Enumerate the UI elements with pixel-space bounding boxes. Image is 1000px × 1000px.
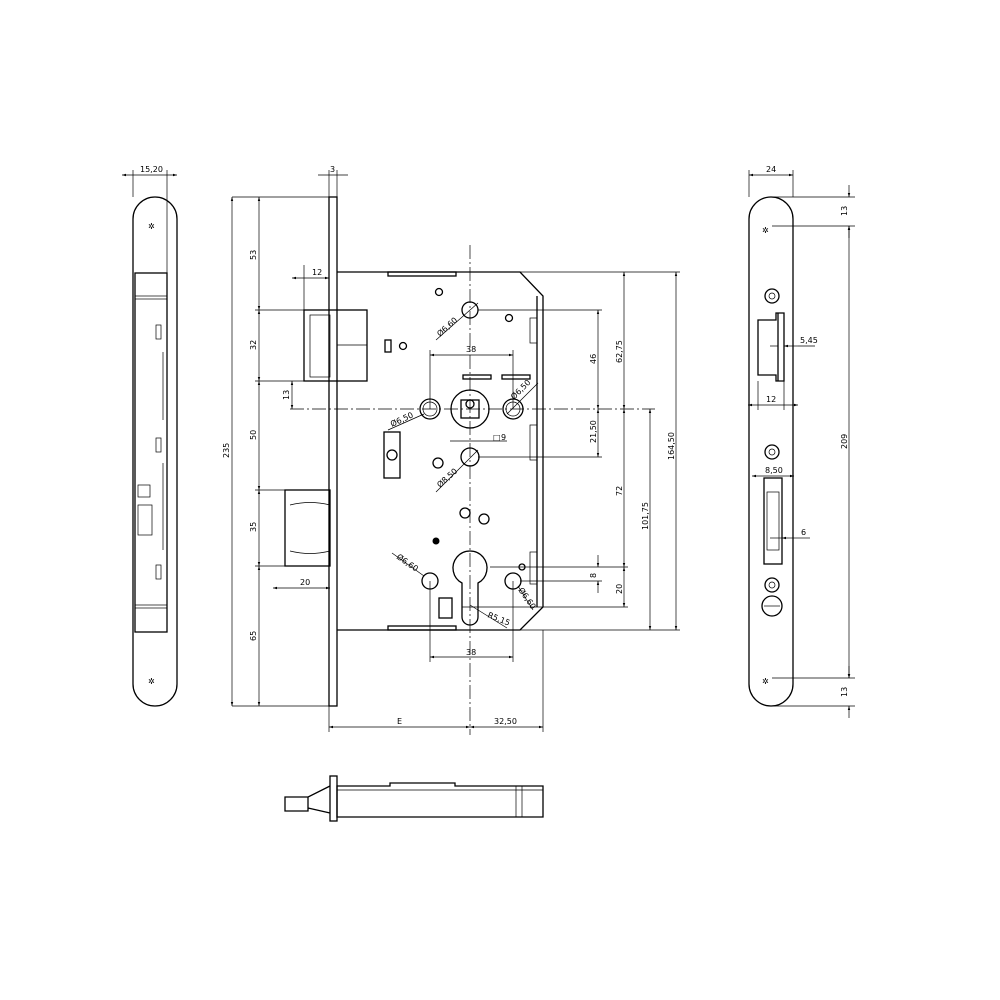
dim-8-50: 8,50: [765, 466, 783, 475]
dim-65: 65: [249, 631, 258, 641]
dim-235: 235: [222, 443, 231, 458]
screw-torx-icon: ✲: [148, 222, 155, 231]
dim-20: 20: [615, 584, 624, 594]
label-square-spindle: 9: [501, 433, 506, 442]
dim-35: 35: [249, 522, 258, 532]
dim-24: 24: [766, 165, 776, 174]
dim-13-bottom: 13: [840, 687, 849, 697]
dim-53: 53: [249, 250, 258, 260]
dim-164-50: 164,50: [667, 432, 676, 460]
dim-13: 13: [282, 390, 291, 400]
square-icon: □: [493, 433, 501, 442]
dim-46: 46: [589, 354, 598, 364]
dim-101-75: 101,75: [641, 502, 650, 530]
main-lock-view: 3 12 20 235 53 32 13 50 35 65 38 38 Ø6,6…: [222, 165, 680, 735]
label-hole-right: Ø6,50: [508, 377, 532, 401]
dim-21-50: 21,50: [589, 420, 598, 443]
dim-72: 72: [615, 486, 624, 496]
label-hole-bottom-left: Ø6,60: [395, 551, 420, 573]
dim-20-bolt: 20: [300, 578, 310, 587]
strike-plate-view: ✲ ✲ 24 13 5,45 12 8,50 6 209 1: [748, 165, 855, 718]
dim-38-top: 38: [466, 345, 476, 354]
label-hole-left: Ø6,50: [389, 410, 415, 429]
screw-torx-icon: ✲: [148, 677, 155, 686]
label-hole-mid: Ø8,50: [435, 466, 460, 490]
dim-62-75: 62,75: [615, 340, 624, 363]
dim-13-top: 13: [840, 206, 849, 216]
screw-torx-icon: ✲: [762, 677, 769, 686]
spindle-hub: [450, 389, 490, 429]
dim-32-50: 32,50: [494, 717, 517, 726]
dim-15-20: 15,20: [140, 165, 163, 174]
dim-12-strike: 12: [766, 395, 776, 404]
dim-backset-e: E: [397, 717, 402, 726]
dim-5-45: 5,45: [800, 336, 818, 345]
screw-torx-icon: ✲: [762, 226, 769, 235]
dim-12: 12: [312, 268, 322, 277]
dim-32: 32: [249, 340, 258, 350]
dim-6: 6: [801, 528, 806, 537]
dim-38-bottom: 38: [466, 648, 476, 657]
dim-50: 50: [249, 430, 258, 440]
dim-8: 8: [589, 573, 598, 578]
label-hole-top: Ø6,60: [435, 315, 460, 339]
bottom-view: [284, 775, 544, 822]
dim-209: 209: [840, 434, 849, 449]
dim-3: 3: [330, 165, 335, 174]
left-faceplate-view: ✲ ✲ 15,20: [122, 165, 178, 707]
cylinder-cutout: [452, 550, 488, 626]
latch-bolt: [303, 309, 368, 382]
dead-bolt: [284, 489, 331, 567]
label-radius: R5,15: [486, 611, 511, 628]
